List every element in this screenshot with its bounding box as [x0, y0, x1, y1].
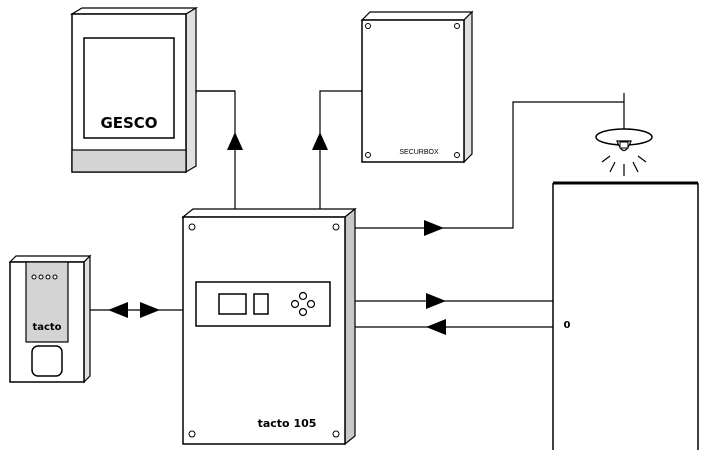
arrowheads	[108, 132, 446, 335]
arrow-right-lamp	[424, 220, 444, 236]
controller-tacto-105: tacto 105	[181, 207, 357, 446]
link-securbox	[319, 90, 362, 209]
tacto-reader-label: tacto	[32, 322, 61, 333]
lamp	[595, 93, 653, 176]
gesco-unit: GESCO	[69, 6, 199, 174]
arrow-left-reader	[108, 302, 128, 318]
tacto-reader: tacto	[8, 254, 92, 384]
controller-label: tacto 105	[258, 417, 317, 430]
arrow-up-securbox	[312, 132, 328, 150]
securbox-unit: SECURBOX	[360, 10, 474, 164]
arrow-up-gesco	[227, 132, 243, 150]
door: 0	[552, 181, 699, 450]
door-handle: 0	[564, 320, 571, 331]
arrow-left-door	[426, 319, 446, 335]
securbox-label: SECURBOX	[399, 149, 439, 156]
arrow-right-door	[426, 293, 446, 309]
gesco-label: GESCO	[100, 114, 157, 132]
arrow-right-reader	[140, 302, 160, 318]
